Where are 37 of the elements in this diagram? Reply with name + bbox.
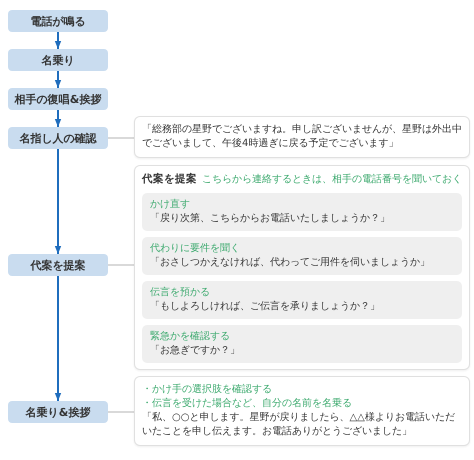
step-label: 名指し人の確認: [20, 130, 96, 146]
connector-line: [108, 137, 134, 139]
arrow: [54, 110, 62, 127]
step-label: 名乗り&挨拶: [26, 404, 90, 420]
process-box: [8, 401, 108, 423]
connector-line: [108, 411, 134, 413]
speech-text: 「おさしつかえなければ、代わってご用件を伺いましょうか」: [150, 256, 431, 270]
arrow: [54, 276, 62, 401]
tip-note: こちらから連絡するときは、相手の電話番号を聞いておく: [202, 173, 462, 187]
option-title: かけ直す: [150, 198, 191, 212]
process-box: [8, 254, 108, 276]
step-label: 相手の復唱&挨拶: [14, 92, 102, 106]
option-title: 緊急かを確認する: [150, 330, 231, 344]
bullet-note: ・かけ手の選択肢を確認する: [142, 383, 273, 397]
option-title: 代わりに要件を聞く: [150, 242, 241, 256]
speech-card: [134, 376, 470, 446]
arrow: [54, 71, 62, 88]
step-label: 電話が鳴る: [30, 14, 86, 28]
options-panel: [134, 165, 470, 370]
speech-text: 「もしよろしければ、ご伝言を承りましょうか？」: [150, 300, 381, 314]
arrow: [54, 32, 62, 49]
option-title: 伝言を預かる: [150, 286, 211, 300]
connector-line: [108, 264, 134, 266]
step-label: 名乗り: [42, 52, 74, 68]
process-box: [8, 49, 108, 71]
panel-heading: 代案を提案: [142, 172, 197, 187]
process-box: [8, 10, 108, 32]
speech-text: 「総務部の星野でございますね。申し訳ございませんが、星野は外出中でございまして、午後4時過ぎに戻る予定でございます」: [142, 123, 462, 151]
speech-text: 「戻り次第、こちらからお電話いたしましょうか？」: [150, 212, 391, 226]
speech-text: 「お急ぎですか？」: [150, 344, 241, 358]
process-box: [8, 88, 108, 110]
speech-card: [134, 116, 470, 158]
step-label: 代案を提案: [30, 258, 86, 272]
process-box: [8, 127, 108, 149]
bullet-note: ・伝言を受けた場合など、自分の名前を名乗る: [142, 397, 353, 411]
arrow: [54, 149, 62, 254]
speech-text: 「私、○○と申します。星野が戻りましたら、△△様よりお電話いただいたことを申し伝えます。お電話ありがとうございました」: [142, 411, 456, 439]
